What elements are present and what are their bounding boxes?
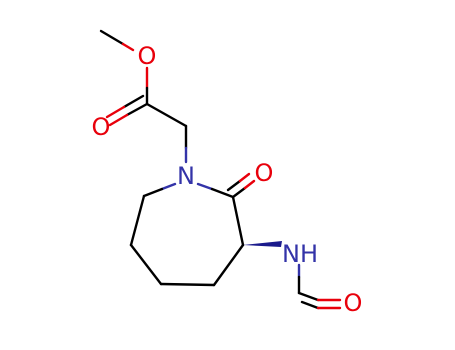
- bond-ring-1: [129, 194, 146, 247]
- bond-co-double-a-red: [108, 113, 129, 127]
- atom-ester-o-double: O: [92, 113, 111, 141]
- atom-amide-nh: NH: [282, 240, 318, 268]
- bond-formyl-co-b: [300, 300, 320, 310]
- bond-formyl-co-a: [297, 291, 320, 302]
- bond-lactam-co-a-red: [243, 179, 256, 190]
- bond-methyl-o-red: [121, 42, 135, 52]
- bond-n-ring-left: [142, 187, 164, 198]
- atom-lactam-o: O: [255, 159, 274, 187]
- bond-n-lactam: [210, 187, 235, 199]
- bond-co-double-b-red: [105, 105, 126, 119]
- bond-ring-3: [159, 282, 216, 287]
- bond-ring-2: [129, 243, 163, 286]
- stereo-wedge: [243, 241, 282, 247]
- bond-lactam-co-b-red: [238, 172, 251, 183]
- bond-lactam-co-b: [226, 179, 242, 192]
- bond-n-lactam-blue: [196, 182, 214, 191]
- bond-ring-5: [231, 195, 245, 247]
- bond-n-ring-left-blue: [160, 182, 177, 191]
- bond-co-double-b: [122, 94, 145, 109]
- bond-lactam-co-a: [231, 186, 247, 199]
- bond-methyl-o: [99, 29, 125, 46]
- atom-ester-o-single: O: [138, 42, 157, 70]
- atom-formyl-o: O: [344, 289, 363, 317]
- atom-ring-n: N: [177, 162, 195, 190]
- bond-co-double-a: [125, 102, 149, 117]
- bond-c-ch2: [145, 102, 188, 128]
- bond-ring-4: [212, 243, 245, 287]
